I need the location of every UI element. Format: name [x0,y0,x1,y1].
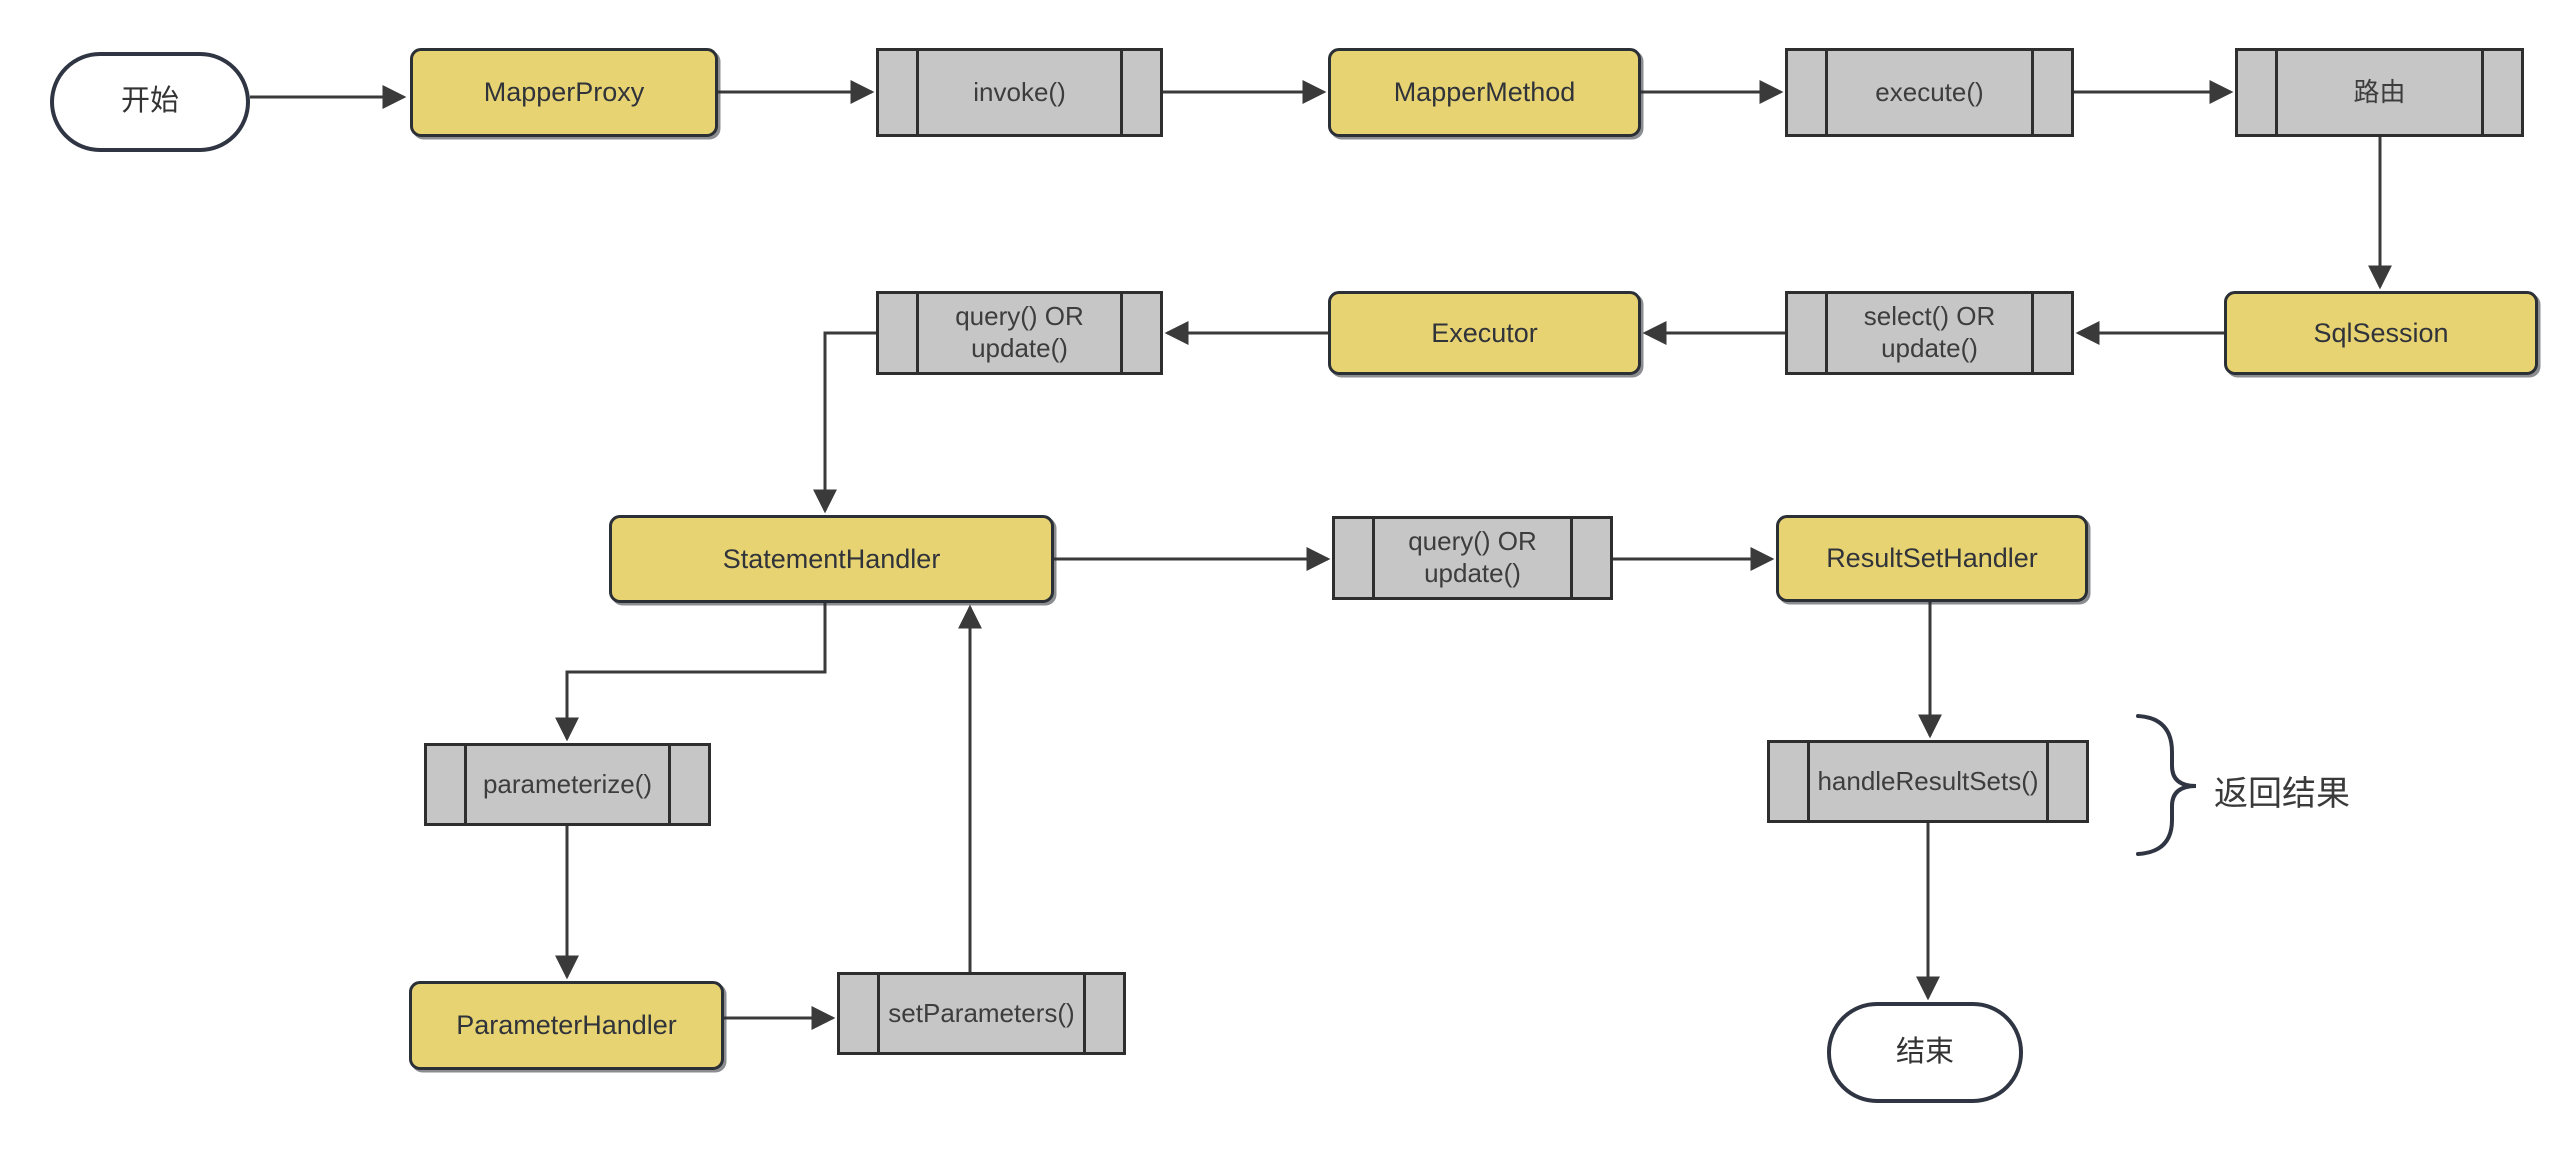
node-sql-session: SqlSession [2224,291,2538,375]
node-executor-label: Executor [1431,317,1538,348]
node-start-label: 开始 [120,85,179,118]
node-route-label: 路由 [2353,76,2406,107]
edge-statementhandler-parameterize [555,603,827,742]
node-end-label: 结束 [1895,1035,1954,1068]
brace-annotation [2136,714,2197,856]
node-result-set-handler-label: ResultSetHandler [1826,543,2038,574]
node-select-update: select() OR update() [1785,291,2074,375]
node-query-update-1-label: query() OR update() [955,301,1084,363]
node-execute-label: execute() [1875,76,1984,107]
node-set-parameters-label: setParameters() [888,997,1075,1028]
node-query-update-1: query() OR update() [876,291,1163,375]
node-route: 路由 [2235,48,2524,137]
node-query-update-2: query() OR update() [1332,516,1613,600]
node-mapper-proxy-label: MapperProxy [483,77,645,108]
node-statement-handler: StatementHandler [609,515,1054,603]
node-invoke-label: invoke() [973,76,1066,107]
node-handle-result-sets: handleResultSets() [1767,740,2089,823]
return-result-annotation: 返回结果 [2214,766,2350,815]
node-handle-result-sets-label: handleResultSets() [1817,765,2039,796]
node-parameter-handler: ParameterHandler [409,981,724,1070]
node-parameterize: parameterize() [424,743,711,826]
node-execute: execute() [1785,48,2074,137]
node-parameterize-label: parameterize() [482,768,653,799]
node-statement-handler-label: StatementHandler [722,543,941,574]
return-result-label: 返回结果 [2214,775,2350,813]
edge-queryupdate1-statementhandler [813,331,876,514]
node-sql-session-label: SqlSession [2313,317,2449,348]
node-start: 开始 [50,52,250,152]
node-mapper-method-label: MapperMethod [1393,77,1576,108]
node-set-parameters: setParameters() [837,972,1126,1055]
node-mapper-method: MapperMethod [1328,48,1641,137]
node-query-update-2-label: query() OR update() [1408,526,1537,588]
node-select-update-label: select() OR update() [1863,301,1996,363]
node-mapper-proxy: MapperProxy [410,48,718,137]
node-executor: Executor [1328,291,1641,375]
node-parameter-handler-label: ParameterHandler [456,1010,677,1041]
node-invoke: invoke() [876,48,1163,137]
node-end: 结束 [1827,1002,2023,1103]
node-result-set-handler: ResultSetHandler [1776,515,2088,602]
